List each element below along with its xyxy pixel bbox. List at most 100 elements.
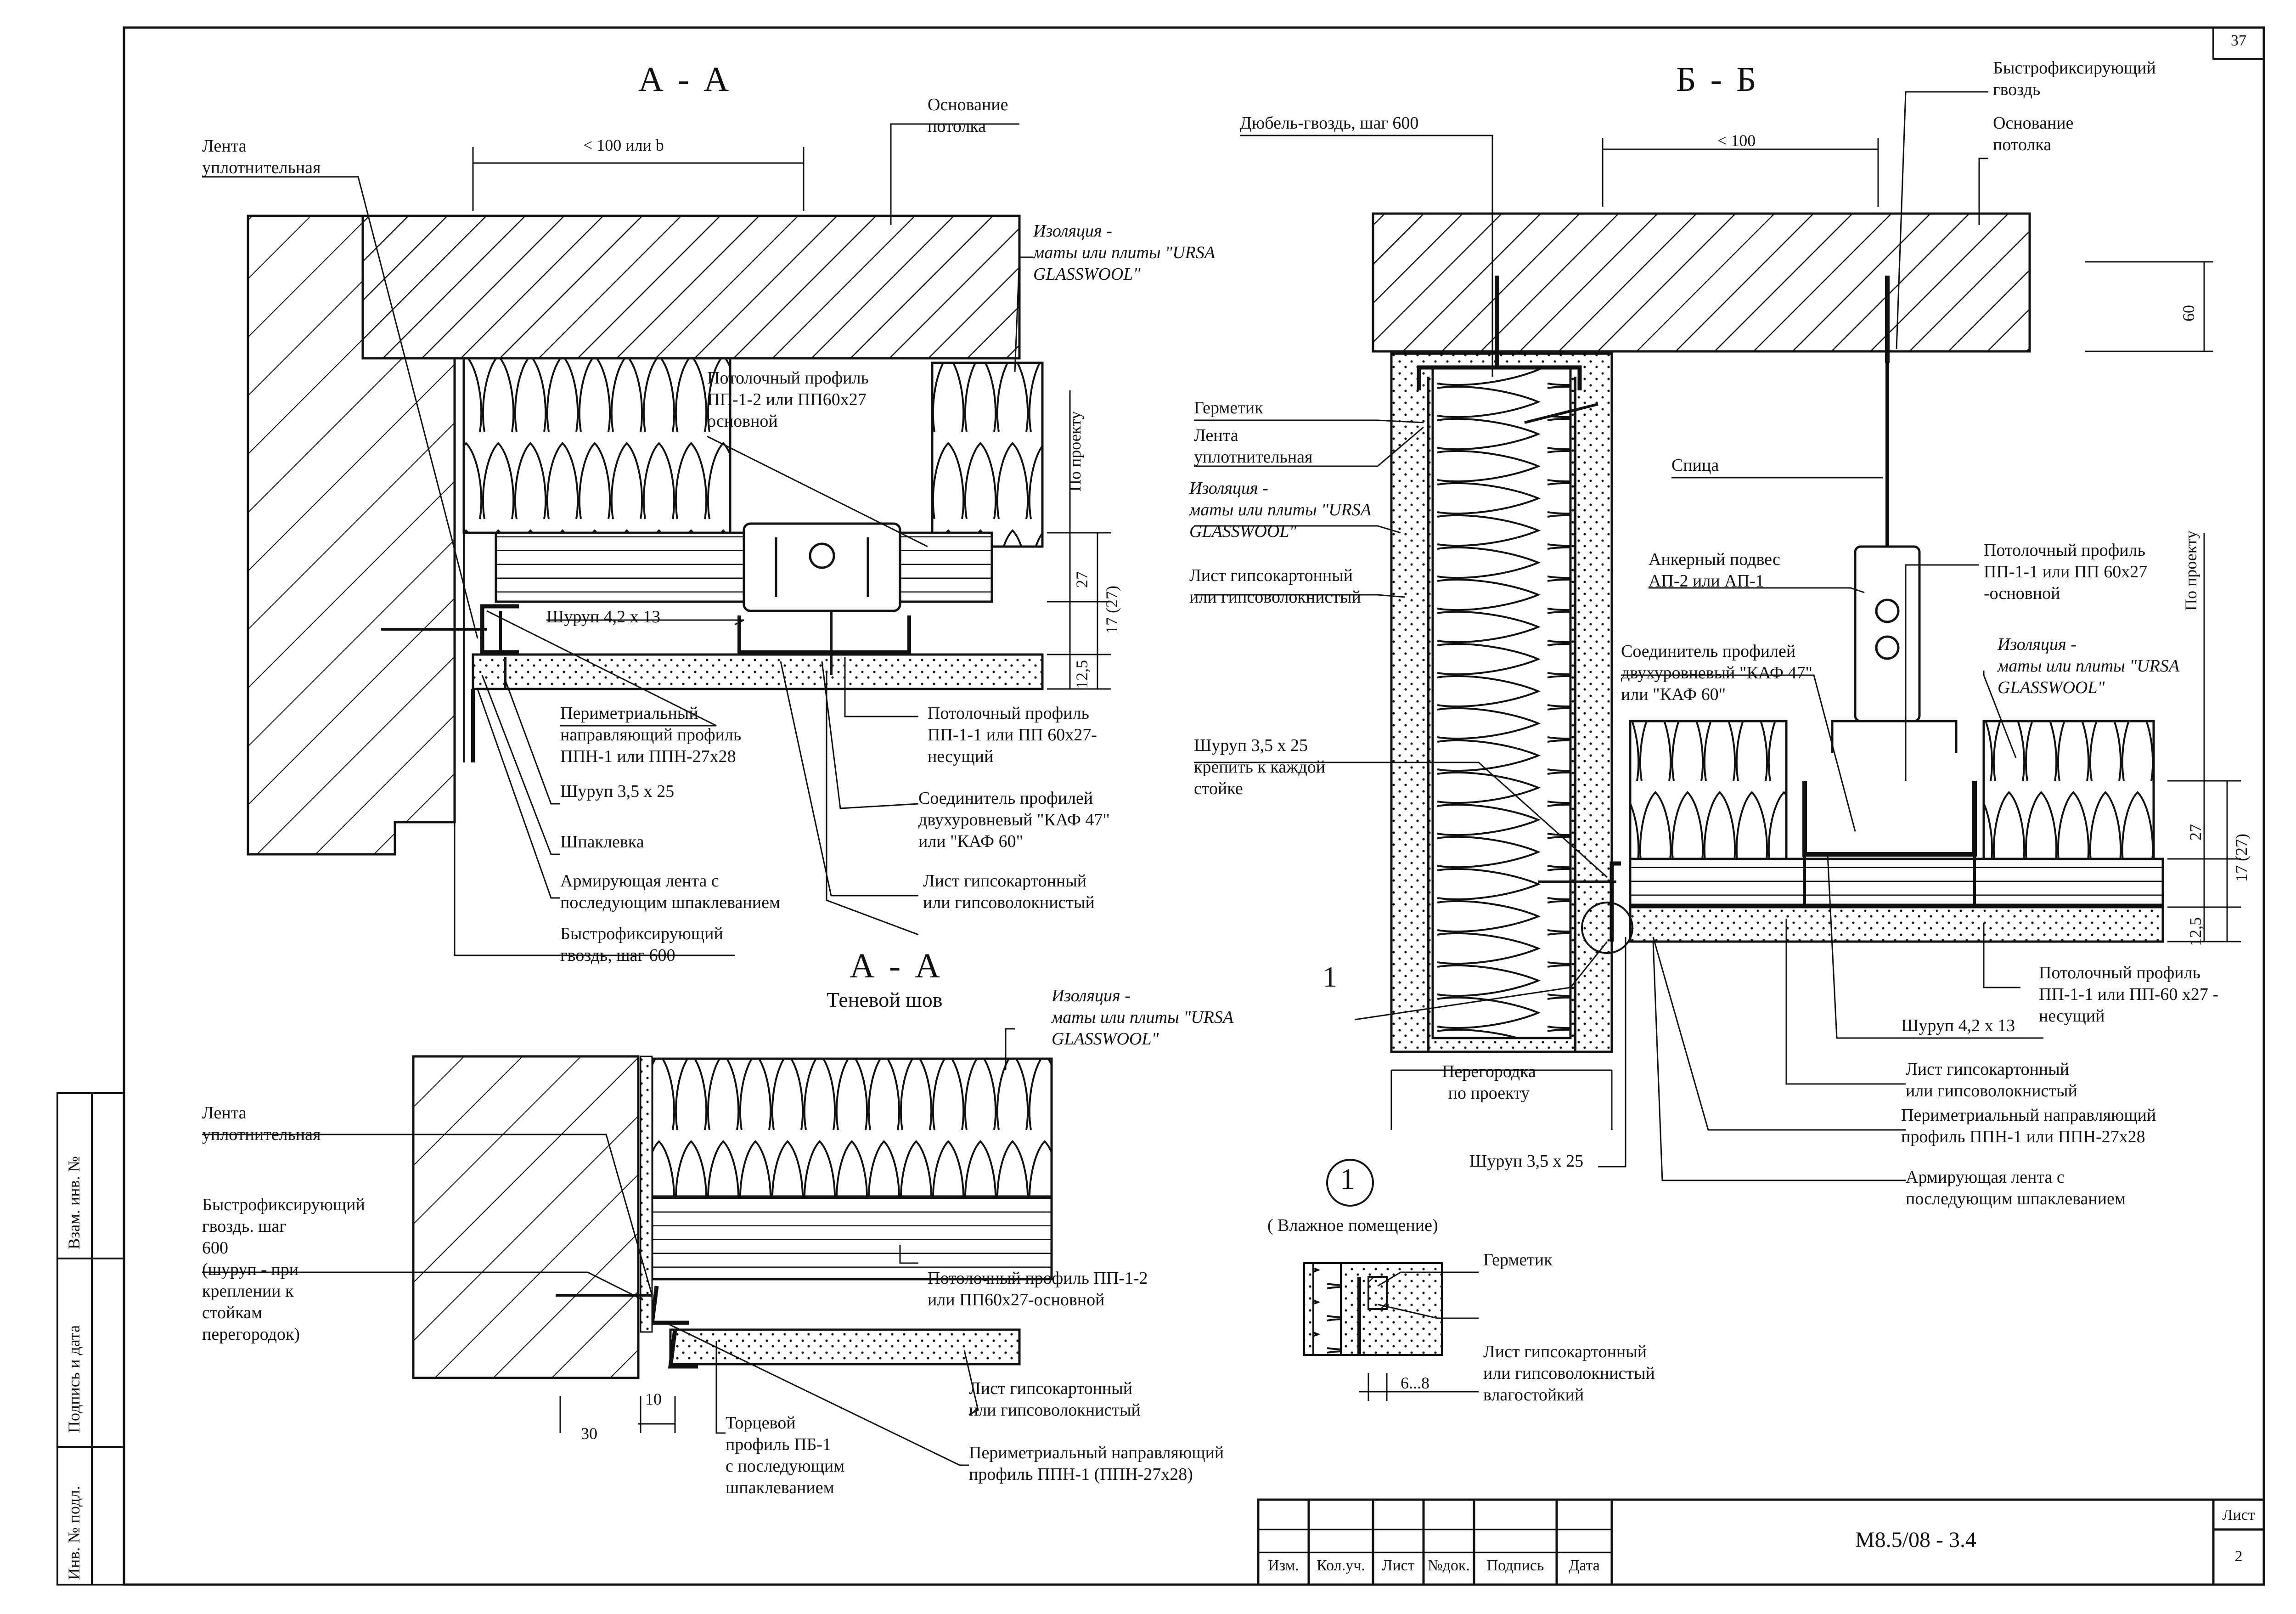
bb-label-izolyaciya-right: Изоляция - маты или плиты "URSA GLASSWOO… <box>1998 635 2180 697</box>
shadow-label-torcevoy: Торцевой профиль ПБ-1 с последующим шпак… <box>726 1413 845 1497</box>
aa-label-shurup-42: Шуруп 4,2 х 13 <box>546 607 661 626</box>
bb-label-izolyaciya-left: Изоляция - маты или плиты "URSA GLASSWOO… <box>1189 479 1372 541</box>
bb-gypsum-board <box>1629 906 2164 943</box>
shadow-label-lenta: Лента уплотнительная <box>202 1103 321 1144</box>
node1-label-list: Лист гипсокартонный или гипсоволокнистый… <box>1483 1342 1655 1405</box>
stamp-vzam: Взам. инв. № <box>65 1156 83 1249</box>
shadow-insulation <box>651 1057 1053 1198</box>
bb-label-lenta: Лента уплотнительная <box>1194 426 1313 467</box>
shadow-label-izolyaciya: Изоляция - маты или плиты "URSA GLASSWOO… <box>1052 986 1234 1049</box>
anchor-hanger <box>1854 545 1921 722</box>
bb-label-shurup-42: Шуруп 4,2 х 13 <box>1901 1016 2015 1035</box>
aa-label-izolyaciya: Изоляция - маты или плиты "URSA GLASSWOO… <box>1033 221 1216 284</box>
insulation <box>462 357 732 534</box>
bb-dim-17: 17 (27) <box>2232 834 2251 882</box>
aa-label-osnovanie: Основание потолка <box>928 95 1008 136</box>
shadow-label-list: Лист гипсокартонный или гипсоволокнистый <box>969 1379 1141 1420</box>
aa-label-bystro: Быстрофиксирующий гвоздь, шаг 600 <box>560 924 723 965</box>
bb-label-shurup-35: Шуруп 3,5 х 25 <box>1469 1151 1584 1171</box>
aa-label-soedinitel: Соединитель профилей двухуровневый "КАФ … <box>918 789 1110 851</box>
tb-sheet-value: 2 <box>2234 1548 2243 1565</box>
node1-caption: ( Влажное помещение) <box>1267 1216 1438 1235</box>
node-1-circle <box>1326 1159 1374 1207</box>
bb-label-spica: Спица <box>1671 456 1719 475</box>
shadow-profile <box>651 1195 1053 1281</box>
bb-node-marker: 1 <box>1322 960 1340 993</box>
insulation-right <box>931 361 1044 548</box>
shadow-wall <box>412 1055 640 1379</box>
bb-dim-125: 12,5 <box>2186 917 2205 946</box>
bb-ceiling-slab <box>1372 212 2031 353</box>
partition-insulation <box>1431 366 1572 1039</box>
tb-sheet-label: Лист <box>2222 1507 2255 1524</box>
bb-insulation-mid <box>1629 720 1788 860</box>
bb-label-armir: Армирующая лента с последующим шпаклеван… <box>1906 1168 2126 1208</box>
node-1-detail <box>1303 1159 1479 1401</box>
bb-dim-60: 60 <box>2179 305 2198 322</box>
aa-label-list: Лист гипсокартонный или гипсоволокнистый <box>923 871 1095 912</box>
tb-col-podpis: Подпись <box>1486 1557 1544 1574</box>
aa-label-profil-nesushiy: Потолочный профиль ПП-1-1 или ПП 60x27- … <box>928 704 1097 766</box>
aa-label-profil-osnovnoi: Потолочный профиль ПП-1-2 или ПП60x27 ос… <box>707 368 869 431</box>
bb-label-bystro: Быстрофиксирующий гвоздь <box>1993 58 2156 99</box>
aa-dim-side: По проекту <box>1066 411 1084 491</box>
bb-dim-side: По проекту <box>2182 530 2200 611</box>
aa-dim-27: 27 <box>1073 571 1091 588</box>
section-aa-shadow-subtitle: Теневой шов <box>827 988 943 1011</box>
bb-dim-27: 27 <box>2186 824 2205 841</box>
bb-label-profil-osnovnoi: Потолочный профиль ПП-1-1 или ПП 60x27 -… <box>1984 541 2148 603</box>
aa-label-shpaklevka: Шпаклевка <box>560 832 644 852</box>
shadow-dim-10: 10 <box>645 1390 662 1408</box>
shadow-label-profil: Потолочный профиль ПП-1-2 или ПП60x27-ос… <box>928 1269 1148 1309</box>
sheet-number: 37 <box>2231 32 2246 49</box>
aa-label-lenta: Лента уплотнительная <box>202 136 321 177</box>
section-bb <box>1194 91 2241 1181</box>
bb-main-profile <box>1802 781 1977 857</box>
aa-label-perimetr: Периметриальный направляющий профиль ППН… <box>560 704 742 766</box>
bb-profile-layer <box>1629 858 2164 906</box>
bb-label-list-left: Лист гипсокартонный или гипсоволокнистый <box>1189 566 1361 607</box>
aa-dim-17: 17 (27) <box>1103 586 1121 634</box>
tb-col-list: Лист <box>1382 1557 1415 1574</box>
aa-dim-width: < 100 или b <box>583 136 664 154</box>
ceiling-slab <box>361 214 1021 360</box>
bb-label-list-right: Лист гипсокартонный или гипсоволокнистый <box>1906 1060 2077 1100</box>
node1-label-germetik: Герметик <box>1483 1250 1553 1270</box>
tb-col-dok: №док. <box>1428 1557 1470 1574</box>
bb-label-perimetr: Периметриальный направляющий профиль ППН… <box>1901 1106 2156 1146</box>
section-bb-title: Б - Б <box>1676 60 1759 99</box>
aa-label-shurup-35: Шуруп 3,5 х 25 <box>560 782 675 801</box>
section-aa-shadow-title: А - А <box>850 947 943 985</box>
tb-col-kol: Кол.уч. <box>1317 1557 1365 1574</box>
node1-dim: 6...8 <box>1401 1374 1429 1392</box>
shadow-dim-30: 30 <box>581 1424 597 1443</box>
aa-label-armir: Армирующая лента с последующим шпаклеван… <box>560 871 780 912</box>
bb-dim-width: < 100 <box>1717 131 1756 150</box>
aa-dim-125: 12,5 <box>1073 660 1091 689</box>
node1-number: 1 <box>1340 1163 1358 1196</box>
tb-col-izm: Изм. <box>1268 1557 1299 1574</box>
tb-col-data: Дата <box>1569 1557 1600 1574</box>
load-profile <box>737 615 911 654</box>
section-aa-shadow <box>202 1028 1053 1466</box>
title-block <box>1257 1498 2265 1586</box>
bb-label-shurup-35-stoika: Шуруп 3,5 х 25 крепить к каждой стойке <box>1194 736 1326 798</box>
section-aa-top <box>202 123 1111 956</box>
bb-label-germetik: Герметик <box>1194 398 1263 418</box>
stamp-podpis: Подпись и дата <box>65 1325 83 1433</box>
bb-label-profil-nesushiy: Потолочный профиль ПП-1-1 или ПП-60 x27 … <box>2039 963 2219 1026</box>
shadow-label-bystro: Быстрофиксирующий гвоздь. шаг 600 (шуруп… <box>202 1195 365 1344</box>
stamp-inv: Инв. № подл. <box>65 1485 83 1580</box>
sheet-frame <box>56 26 2265 1586</box>
bb-label-peregorodka: Перегородка по проекту <box>1442 1062 1536 1103</box>
shadow-board <box>669 1328 1021 1366</box>
bb-label-dyubel: Дюбель-гвоздь, шаг 600 <box>1240 113 1419 133</box>
bb-label-anker: Анкерный подвес АП-2 или АП-1 <box>1649 550 1780 591</box>
bb-label-soedinitel: Соединитель профилей двухуровневый "КАФ … <box>1621 642 1812 704</box>
gypsum-board <box>472 653 1044 690</box>
tb-code: М8.5/08 - 3.4 <box>1855 1528 1976 1552</box>
bb-label-osnovanie: Основание потолка <box>1993 113 2074 154</box>
bb-insulation-right <box>1982 720 2155 860</box>
section-aa-title: А - А <box>638 60 732 99</box>
